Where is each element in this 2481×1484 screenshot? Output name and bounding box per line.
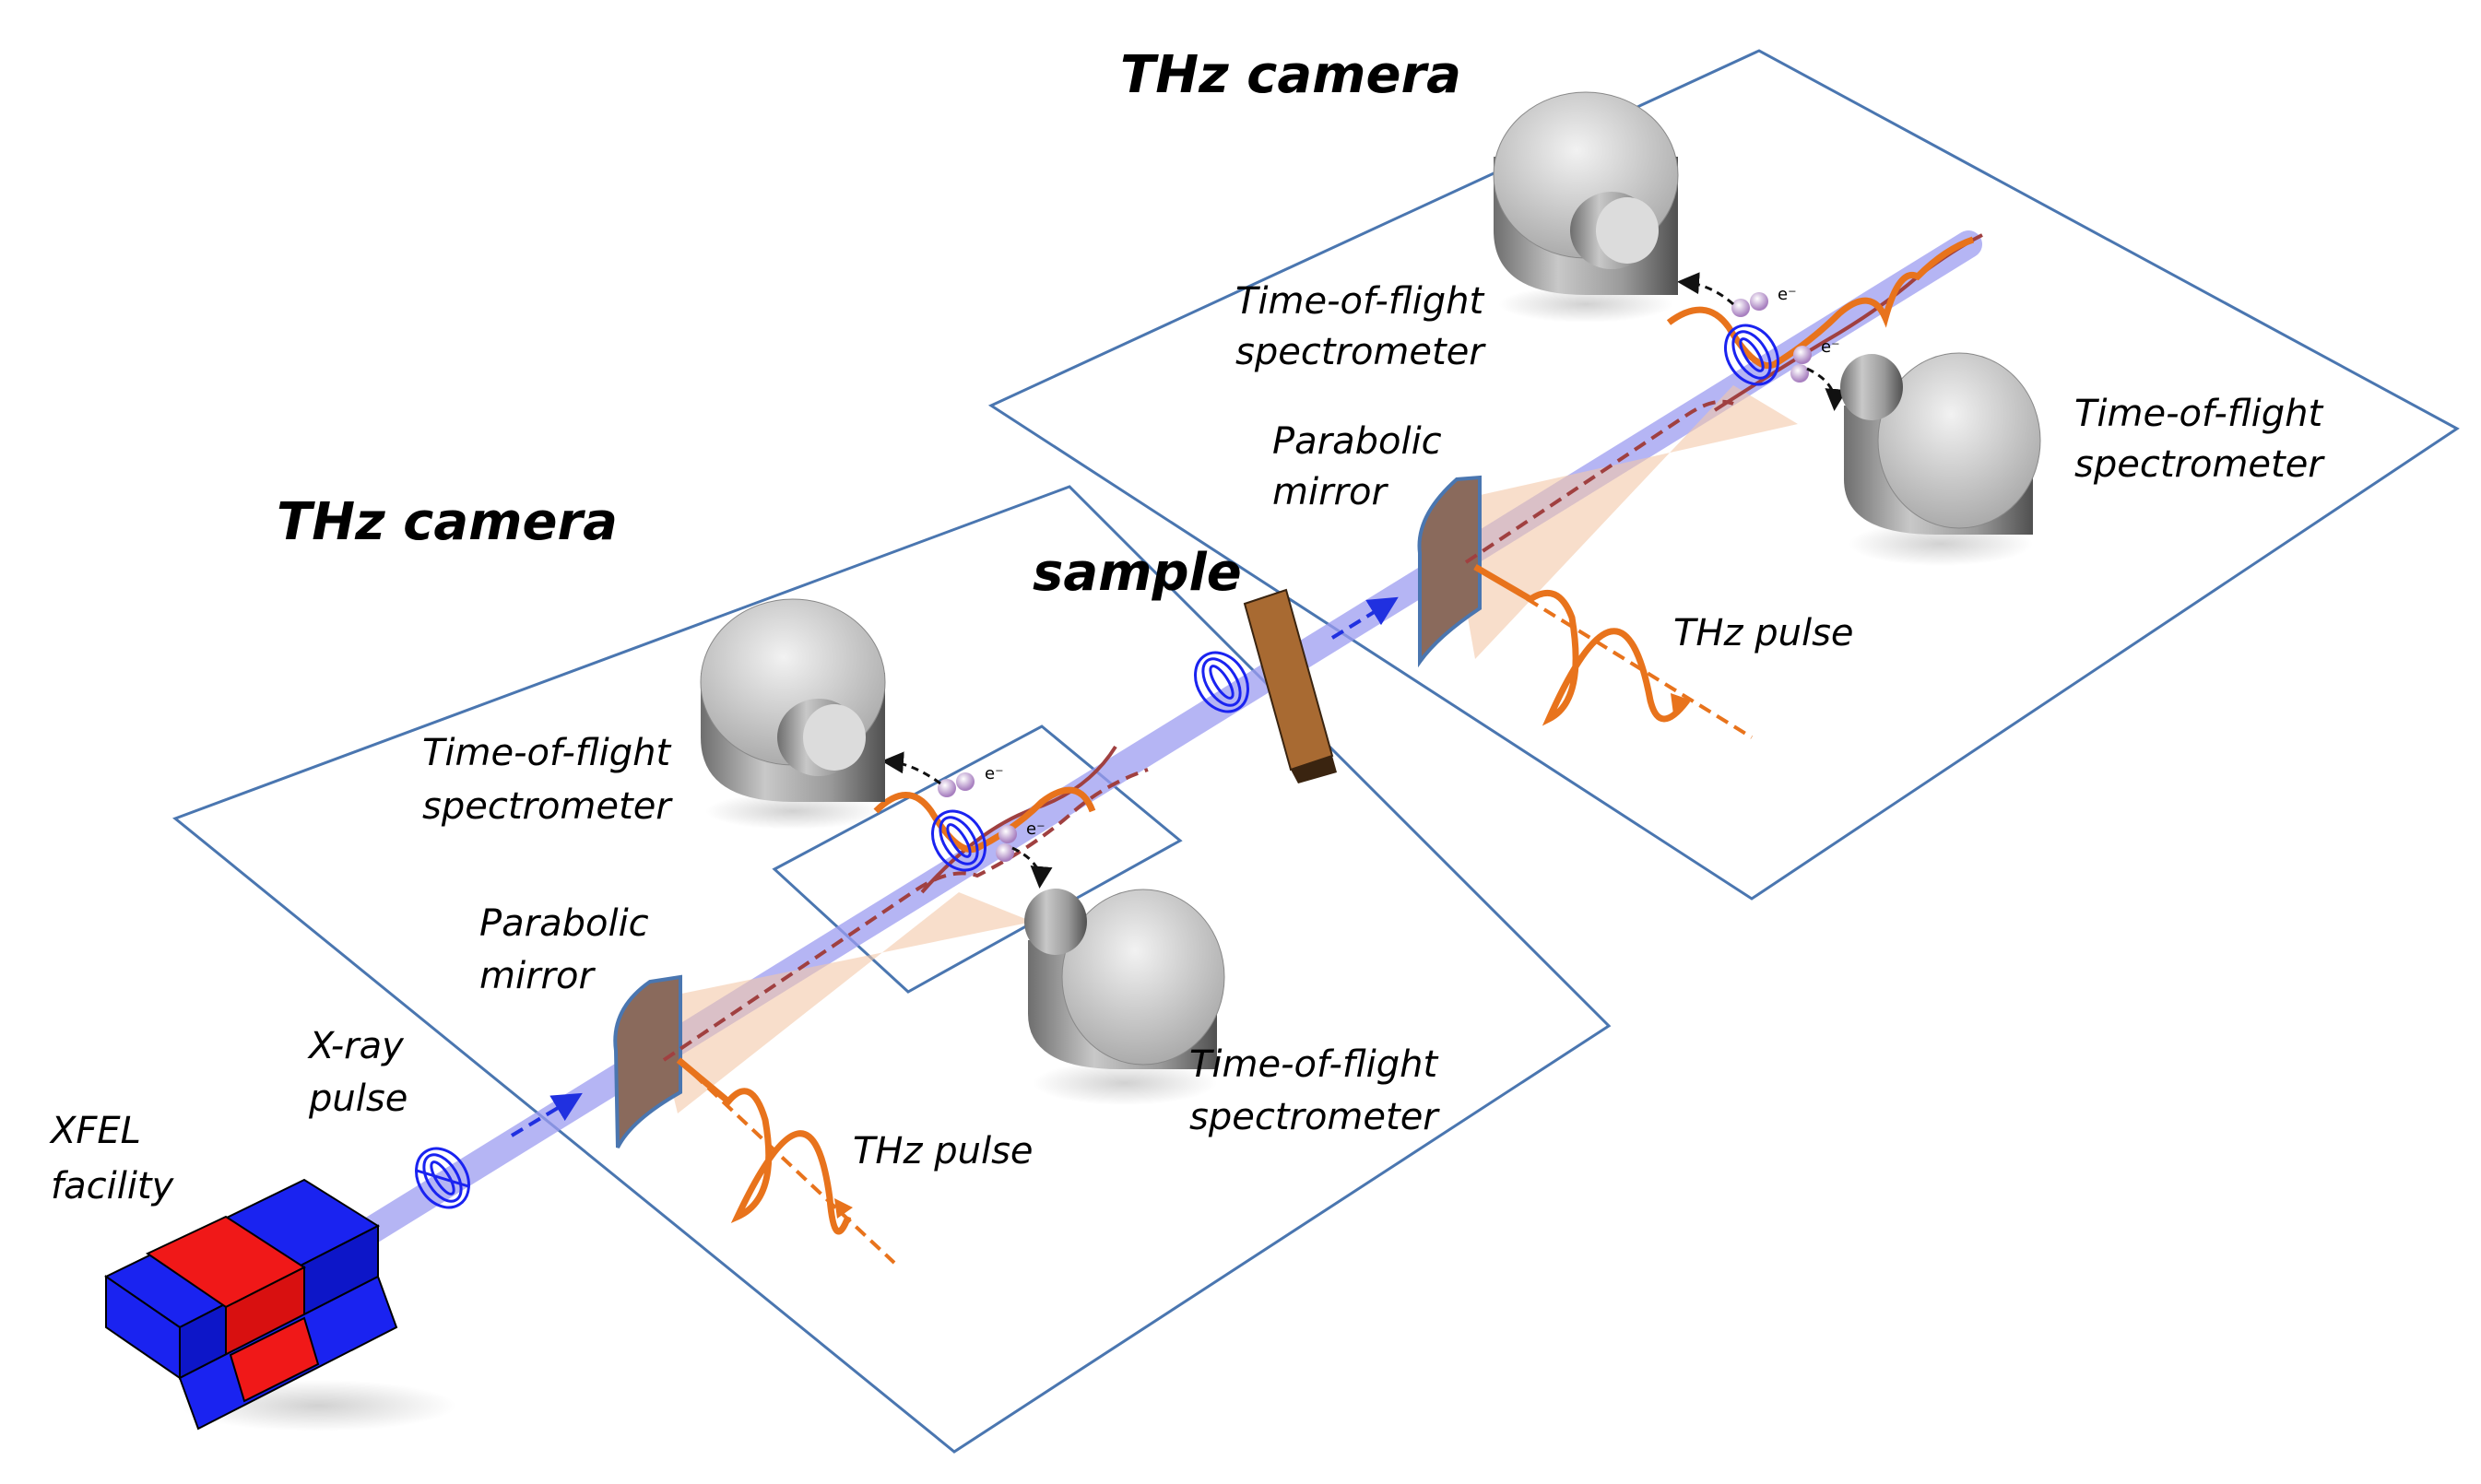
- electron-ball: [1793, 346, 1812, 364]
- tof-label-top-left: Time-of-flight: [1235, 280, 1485, 323]
- thz-cone-top: [1447, 385, 1798, 659]
- electron-ball: [938, 779, 956, 797]
- bottom-inner-plate: [772, 724, 1183, 994]
- electron-trajectory-arrow: [881, 751, 941, 785]
- parabolic-mirror-top: [1417, 475, 1482, 668]
- thz-camera-title-top: THz camera: [1120, 45, 1461, 105]
- parabolic-mirror-bottom: [613, 974, 682, 1148]
- electron-trajectory-arrow: [1011, 846, 1053, 889]
- xray-pulse-label-2: pulse: [308, 1078, 408, 1120]
- electron-label: e⁻: [1026, 819, 1046, 839]
- electron-ball: [1731, 299, 1750, 317]
- sample-plate: [1243, 588, 1337, 783]
- tof-label-top-right: Time-of-flight: [2074, 393, 2324, 435]
- electron-label: e⁻: [1778, 285, 1797, 304]
- electron-trajectory-arrow: [1806, 367, 1848, 411]
- sample-label: sample: [1033, 543, 1242, 603]
- electron-label: e⁻: [1821, 337, 1840, 357]
- mirror-label-top: Parabolic: [1272, 420, 1442, 463]
- electron-path-bottom: [662, 768, 1149, 1062]
- xray-direction-arrow-top: [1330, 596, 1399, 640]
- thz-camera-title-bottom: THz camera: [277, 492, 618, 552]
- xfel-undulator: [104, 1178, 456, 1431]
- xray-direction-arrow-bottom: [510, 1092, 583, 1137]
- thz-axis-top: [1473, 565, 1754, 739]
- xfel-label: XFEL: [49, 1110, 141, 1152]
- thz-cone-bottom: [650, 892, 1033, 1113]
- tof-label-bottom-left-2: spectrometer: [422, 785, 673, 828]
- mirror-label-bottom: Parabolic: [479, 902, 649, 945]
- thz-pulse-label-top: THz pulse: [1673, 612, 1854, 654]
- thz-arrow-bottom: [834, 1198, 853, 1219]
- xfel-label-2: facility: [51, 1165, 175, 1207]
- tof-label-top-left-2: spectrometer: [1235, 331, 1486, 373]
- electron-ball: [956, 772, 975, 791]
- thz-arrow-top: [1671, 693, 1692, 714]
- xray-pulse-label: X-ray: [307, 1025, 405, 1067]
- electron-label: e⁻: [985, 764, 1004, 783]
- electron-ball: [998, 825, 1017, 843]
- electron-ball: [1790, 364, 1809, 383]
- tof-label-bottom-left: Time-of-flight: [422, 732, 672, 774]
- thz-pulse-wave-bottom: [676, 1057, 852, 1235]
- electron-ball: [996, 843, 1014, 862]
- thz-streaking-wave-top: [1666, 236, 1975, 369]
- tof-spectrometer-bottom-upper: [700, 598, 886, 830]
- mirror-label-top-2: mirror: [1272, 471, 1388, 513]
- tof-spectrometer-top-lower: [1840, 352, 2041, 566]
- mirror-label-bottom-2: mirror: [479, 955, 596, 997]
- tof-spectrometer-top-upper: [1493, 91, 1679, 323]
- tof-spectrometer-bottom-lower: [1024, 889, 1225, 1105]
- tof-label-bottom-right: Time-of-flight: [1189, 1043, 1439, 1086]
- xray-pulse-packet: [415, 1147, 470, 1209]
- thz-pulse-wave-top: [1473, 563, 1690, 726]
- tof-label-bottom-right-2: spectrometer: [1189, 1096, 1440, 1138]
- thz-pulse-label-bottom: THz pulse: [853, 1130, 1034, 1172]
- xray-pulse-interaction-bottom: [931, 809, 986, 872]
- electron-trajectory-arrow: [1677, 272, 1734, 306]
- xray-pulse-before-sample: [1194, 651, 1249, 713]
- xray-pulse-interaction-top: [1724, 324, 1779, 386]
- electron-ball: [1750, 292, 1768, 311]
- tof-label-top-right-2: spectrometer: [2074, 443, 2325, 486]
- bottom-plate: [172, 485, 1612, 1454]
